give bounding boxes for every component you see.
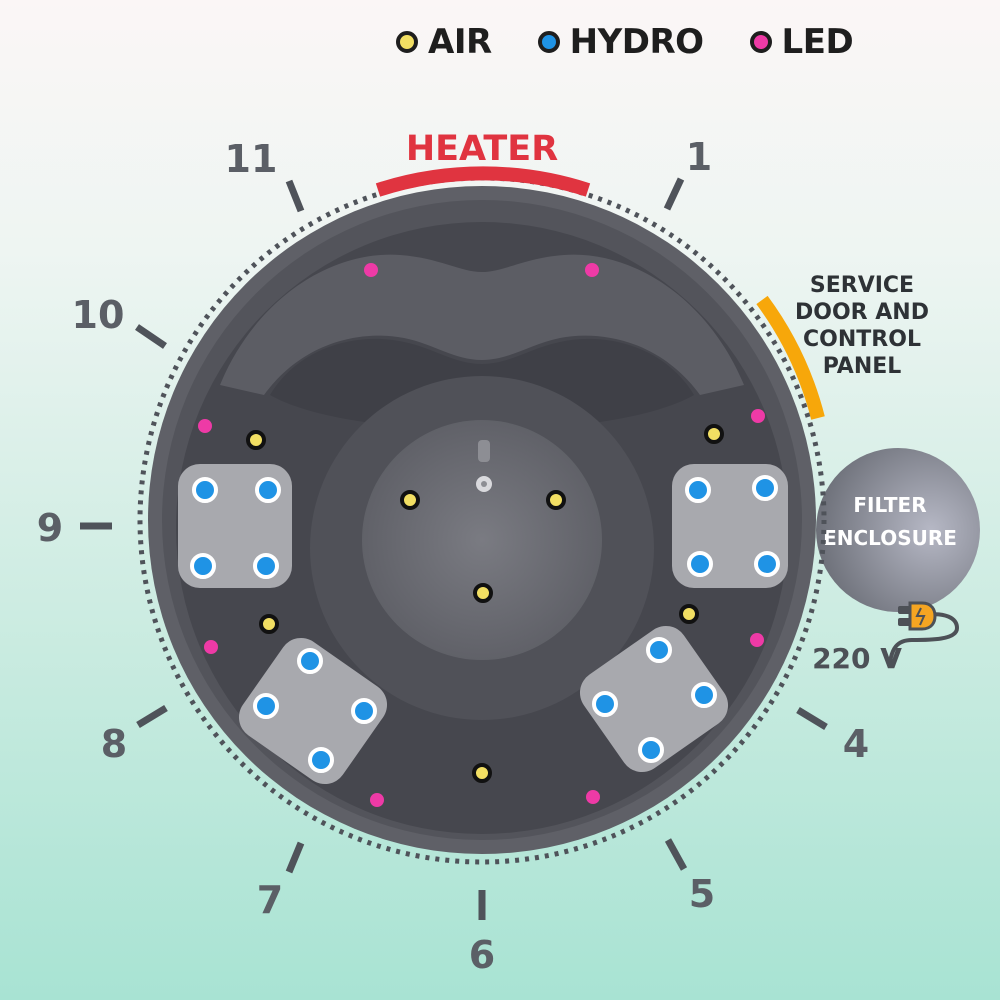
legend-item-air: AIR: [396, 22, 492, 62]
air-jet: [472, 763, 492, 783]
clock-tick-1: [663, 177, 685, 211]
filter-label-line-2: ENCLOSURE: [823, 526, 957, 550]
air-jet: [400, 490, 420, 510]
led-light: [370, 793, 384, 807]
led-light: [751, 409, 765, 423]
clock-tick-10: [135, 324, 167, 349]
filter-enclosure: FILTER ENCLOSURE: [816, 448, 980, 612]
led-light: [750, 633, 764, 647]
jet-seat-lower-right: [579, 625, 729, 773]
air-jet: [473, 583, 493, 603]
hydro-jet: [691, 682, 717, 708]
service-label-line-3: CONTROL: [803, 327, 921, 352]
hydro-jet: [297, 648, 323, 674]
back-bench: [220, 254, 744, 395]
filter-label-line-1: FILTER: [853, 493, 926, 517]
clock-number-1: 1: [686, 135, 712, 179]
hydro-jet: [253, 693, 279, 719]
air-jet: [546, 490, 566, 510]
service-label: SERVICE DOOR AND CONTROL PANEL: [795, 273, 929, 379]
hydro-jet: [308, 747, 334, 773]
air-dot-icon: [396, 31, 418, 53]
led-light: [586, 790, 600, 804]
clock-number-4: 4: [843, 722, 869, 766]
clock-number-5: 5: [689, 872, 715, 916]
clock-tick-5: [664, 838, 688, 871]
hydro-jet: [592, 691, 618, 717]
service-label-line-1: SERVICE: [810, 273, 914, 298]
legend-item-hydro: HYDRO: [537, 22, 704, 62]
legend: AIR HYDRO LED: [396, 22, 854, 62]
clock-number-9: 9: [37, 506, 63, 550]
clock-number-10: 10: [72, 293, 125, 337]
clock-tick-4: [796, 707, 828, 730]
led-light: [204, 640, 218, 654]
legend-label-led: LED: [781, 22, 854, 62]
air-jet: [679, 604, 699, 624]
power-plug-icon: [888, 601, 960, 664]
clock-number-11: 11: [225, 137, 278, 181]
clock-number-7: 7: [257, 878, 283, 922]
clock-ticks: [80, 177, 828, 920]
hydro-jet: [638, 737, 664, 763]
hydro-jet: [685, 477, 711, 503]
clock-tick-7: [285, 841, 305, 874]
hydro-jet: [255, 477, 281, 503]
air-jet: [704, 424, 724, 444]
hydro-dot-icon: [537, 31, 560, 53]
led-dot-icon: [749, 31, 772, 53]
hydro-jet: [253, 553, 279, 579]
led-light: [585, 263, 599, 277]
clock-number-8: 8: [101, 722, 127, 766]
foot-well: [362, 420, 602, 660]
heater-label: HEATER: [406, 129, 558, 169]
hydro-jet: [687, 551, 713, 577]
hydro-jet: [190, 553, 216, 579]
legend-item-led: LED: [749, 22, 854, 62]
hydro-jet: [752, 475, 778, 501]
service-label-line-2: DOOR AND: [795, 300, 929, 325]
legend-label-air: AIR: [428, 22, 492, 62]
clock-tick-8: [136, 705, 168, 728]
jet-seat-lower-left: [238, 637, 388, 785]
legend-label-hydro: HYDRO: [569, 22, 704, 62]
clock-numbers: 11 1 10 9 8 4 7 5 6: [37, 135, 869, 977]
air-jet: [246, 430, 266, 450]
service-label-line-4: PANEL: [823, 354, 902, 379]
air-jets: [246, 424, 724, 783]
hydro-jet: [351, 698, 377, 724]
air-jet: [259, 614, 279, 634]
clock-number-6: 6: [469, 933, 495, 977]
hydro-jet: [192, 477, 218, 503]
power-label: 220 V: [812, 642, 902, 675]
led-lights: [198, 263, 765, 807]
hydro-jet: [754, 551, 780, 577]
led-light: [364, 263, 378, 277]
hydro-jets: [190, 475, 780, 773]
hydro-jet: [646, 637, 672, 663]
clock-tick-11: [285, 179, 305, 213]
service-door-arc: [756, 295, 825, 420]
heater-arc: [375, 166, 591, 197]
led-light: [198, 419, 212, 433]
